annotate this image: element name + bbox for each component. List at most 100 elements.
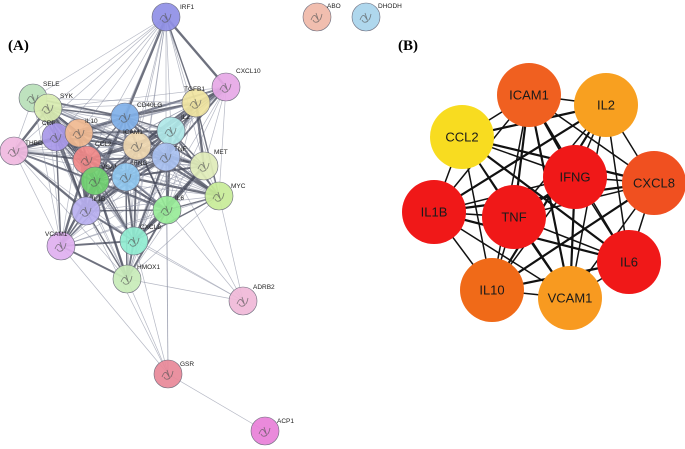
edge-cxcl8-il1b xyxy=(433,181,655,214)
node-a-il10[interactable]: IL10 xyxy=(64,118,98,148)
node-label: ADRB2 xyxy=(253,284,275,291)
edge-gsr-cxcl8 xyxy=(133,240,169,375)
protein-structure-icon xyxy=(127,236,140,247)
edge-gsr-hmox1 xyxy=(126,278,169,375)
protein-structure-icon xyxy=(164,126,177,137)
node-b-il10[interactable]: IL10 xyxy=(460,258,524,322)
hub-node-label: VCAM1 xyxy=(548,291,593,306)
node-label: ICAM1 xyxy=(123,129,143,136)
edge-ifng-hmox1 xyxy=(125,176,128,280)
protein-structure-icon xyxy=(310,12,323,23)
node-a-cxcl10[interactable]: CXCL10 xyxy=(211,68,261,102)
node-a-icam1[interactable]: ICAM1 xyxy=(122,129,152,161)
edge-tgfb1-myc xyxy=(195,102,220,197)
hub-node-circle xyxy=(460,258,524,322)
node-b-tnf[interactable]: TNF xyxy=(482,185,546,249)
node-a-thbd[interactable]: THBD xyxy=(0,136,43,166)
node-a-abo[interactable]: ABO xyxy=(302,2,341,32)
edge-il6-cxcl10 xyxy=(166,86,227,211)
protein-structure-icon xyxy=(160,205,173,216)
node-a-cd40lg[interactable]: CD40LG xyxy=(110,102,162,132)
node-label: IL2 xyxy=(181,114,190,121)
node-a-dhodh[interactable]: DHODH xyxy=(351,2,402,32)
node-a-tgfb1[interactable]: TGFB1 xyxy=(181,86,211,118)
protein-structure-icon xyxy=(80,155,93,166)
edge-tnf-vcam1 xyxy=(60,156,167,247)
node-a-tnf[interactable]: TNF xyxy=(151,142,187,172)
edge-adrb2-cxcl8 xyxy=(133,240,244,302)
node-a-irf1[interactable]: IRF1 xyxy=(151,2,194,32)
node-a-vcam1b[interactable]: VCAM1 xyxy=(80,164,124,196)
protein-structure-icon xyxy=(49,132,62,143)
hub-node-circle xyxy=(497,63,561,127)
hub-node-label: IL6 xyxy=(620,255,638,270)
edge-il2-il1b xyxy=(433,104,607,213)
hub-node-circle xyxy=(543,145,607,209)
protein-structure-icon xyxy=(118,112,131,123)
edge-il1b-thbd xyxy=(13,150,87,212)
node-label: IFNG xyxy=(132,160,148,167)
edge-ccl2-irf1 xyxy=(86,16,167,161)
edge-tnf-cxcl10 xyxy=(165,86,227,158)
hub-node-label: IFNG xyxy=(559,170,590,185)
hub-node-label: CCL2 xyxy=(445,130,478,145)
node-b-ccl2[interactable]: CCL2 xyxy=(430,105,494,169)
node-label: HMOX1 xyxy=(137,264,161,271)
protein-structure-icon xyxy=(54,241,67,252)
node-a-myc[interactable]: MYC xyxy=(204,181,246,211)
node-label: IRF1 xyxy=(180,4,194,11)
edge-vcam1b-irf1 xyxy=(94,16,167,182)
node-b-il1b[interactable]: IL1B xyxy=(402,180,466,244)
node-a-ifng[interactable]: IFNG xyxy=(111,160,148,192)
node-label: TGFB1 xyxy=(184,86,205,93)
node-label: MET xyxy=(214,149,228,156)
node-a-hmox1[interactable]: HMOX1 xyxy=(112,264,161,294)
edge-gsr-vcam1 xyxy=(60,245,169,375)
protein-structure-icon xyxy=(197,161,210,172)
hub-node-circle xyxy=(597,230,661,294)
hub-node-circle xyxy=(622,151,685,215)
hub-node-circle xyxy=(574,73,638,137)
hub-node-label: ICAM1 xyxy=(509,88,549,103)
node-label: THBD xyxy=(25,140,43,147)
node-a-acp1[interactable]: ACP1 xyxy=(250,416,294,446)
node-b-il6[interactable]: IL6 xyxy=(597,230,661,294)
node-a-cxcl8[interactable]: CXCL8 xyxy=(119,224,161,256)
edge-ifng-thbd xyxy=(13,150,127,178)
edge-icam1-irf1 xyxy=(136,16,167,147)
node-b-cxcl8[interactable]: CXCL8 xyxy=(622,151,685,215)
protein-structure-icon xyxy=(41,103,54,114)
node-a-adrb2[interactable]: ADRB2 xyxy=(228,284,275,316)
node-a-met[interactable]: MET xyxy=(189,149,228,181)
edge-myc-cxcl10 xyxy=(218,86,227,197)
protein-structure-icon xyxy=(212,191,225,202)
edge-met-irf1 xyxy=(165,16,205,167)
protein-structure-icon xyxy=(258,426,271,437)
node-a-syk[interactable]: SYK xyxy=(33,93,74,123)
node-b-ifng[interactable]: IFNG xyxy=(543,145,607,209)
node-a-il1b[interactable]: IL1B xyxy=(71,196,105,226)
node-b-icam1[interactable]: ICAM1 xyxy=(497,63,561,127)
edge-tnf-hmox1 xyxy=(126,156,167,280)
edge-adrb2-myc xyxy=(218,195,244,302)
edge-cd40lg-irf1 xyxy=(123,16,168,118)
node-a-vcam1[interactable]: VCAM1 xyxy=(45,231,76,261)
node-a-crp[interactable]: CRP xyxy=(41,120,71,152)
node-a-il6[interactable]: IL6 xyxy=(152,195,184,225)
node-label: VCAM1 xyxy=(101,164,124,171)
node-b-vcam1[interactable]: VCAM1 xyxy=(538,266,602,330)
node-a-il2[interactable]: IL2 xyxy=(156,114,190,146)
protein-structure-icon xyxy=(159,12,172,23)
edge-tgfb1-irf1 xyxy=(165,16,197,104)
node-a-gsr[interactable]: GSR xyxy=(153,359,194,389)
hub-node-label: IL1B xyxy=(421,205,448,220)
hub-node-label: CXCL8 xyxy=(633,176,675,191)
edge-thbd-irf1 xyxy=(13,16,167,152)
node-b-il2[interactable]: IL2 xyxy=(574,73,638,137)
protein-structure-icon xyxy=(219,82,232,93)
node-label: TNF xyxy=(174,146,187,153)
protein-structure-icon xyxy=(7,146,20,157)
protein-structure-icon xyxy=(88,176,101,187)
